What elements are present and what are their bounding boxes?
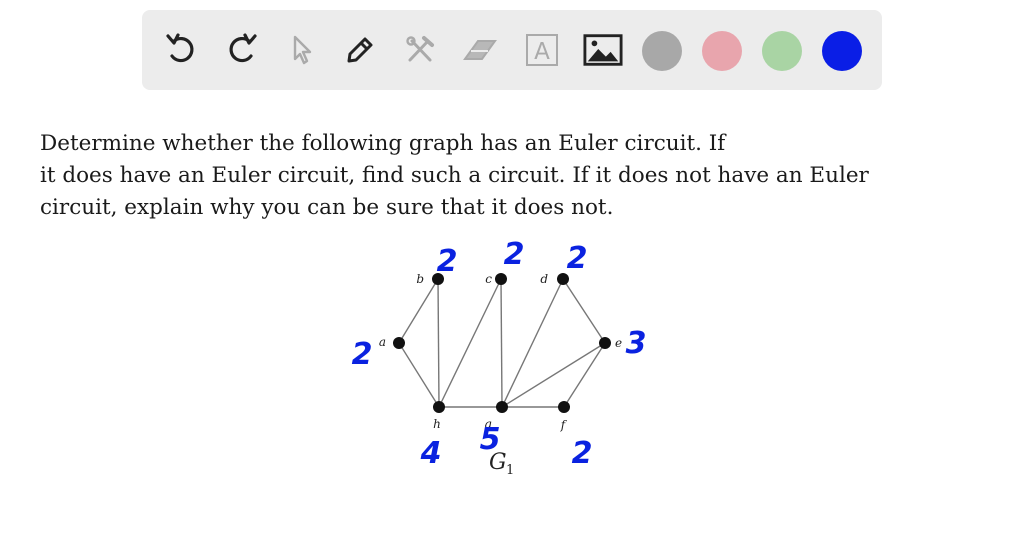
edge-d-e (562, 278, 606, 344)
edge-e-g (501, 342, 606, 408)
graph-vertices (393, 273, 611, 413)
graph-title: G (489, 450, 507, 475)
eraser-button[interactable] (460, 30, 500, 70)
problem-line-3: circuit, explain why you can be sure tha… (40, 195, 614, 220)
degree-annotation-a: 2 (352, 337, 373, 372)
color-swatch-pink[interactable] (702, 31, 742, 71)
vertex-d (557, 273, 569, 285)
vertex-label-f: f (560, 418, 568, 432)
degree-annotation-d: 2 (567, 241, 588, 276)
image-button[interactable] (583, 30, 623, 70)
vertex-label-h: h (433, 417, 441, 431)
text-icon: A (526, 34, 558, 66)
vertex-label-g: g (484, 417, 492, 431)
color-swatch-blue[interactable] (822, 31, 862, 71)
vertex-e (599, 337, 611, 349)
vertex-g (496, 401, 508, 413)
color-swatch-green[interactable] (762, 31, 802, 71)
undo-icon (166, 33, 194, 63)
degree-annotation-c: 2 (504, 237, 525, 272)
vertex-label-c: c (485, 272, 492, 286)
text-button[interactable]: A (522, 30, 562, 70)
redo-icon (229, 33, 257, 63)
degree-annotation-g: 5 (480, 422, 501, 457)
edge-a-b (398, 278, 439, 344)
tools-button[interactable] (400, 30, 440, 70)
problem-line-2: it does have an Euler circuit, find such… (40, 163, 869, 188)
edge-b-h (437, 278, 440, 408)
degree-annotation-b: 2 (437, 244, 458, 279)
degree-annotation-h: 4 (420, 436, 442, 471)
vertex-c (495, 273, 507, 285)
vertex-label-b: b (416, 272, 424, 286)
degree-annotation-e: 3 (626, 326, 647, 361)
vertex-label-e: e (615, 336, 622, 350)
color-swatch-gray[interactable] (642, 31, 682, 71)
edge-d-g (501, 278, 564, 408)
problem-line-1: Determine whether the following graph ha… (40, 131, 726, 156)
redo-button[interactable] (221, 30, 261, 70)
graph-edges (398, 278, 606, 408)
graph-title-subscript: 1 (506, 463, 514, 478)
vertex-f (558, 401, 570, 413)
select-button[interactable] (281, 30, 321, 70)
problem-text: Determine whether the following graph ha… (40, 128, 980, 224)
image-icon (583, 34, 623, 66)
pen-button[interactable] (340, 30, 380, 70)
tools-icon (406, 36, 434, 62)
vertex-h (433, 401, 445, 413)
vertex-a (393, 337, 405, 349)
edge-a-h (398, 342, 440, 408)
pointer-icon (293, 35, 312, 65)
pen-icon (347, 37, 373, 63)
undo-button[interactable] (162, 30, 202, 70)
vertex-label-d: d (540, 272, 548, 286)
drawing-toolbar: A (142, 10, 882, 90)
edge-e-f (563, 342, 606, 408)
edge-c-g (500, 278, 503, 408)
text-icon-glyph: A (534, 39, 550, 65)
vertex-b (432, 273, 444, 285)
edge-c-h (438, 278, 502, 408)
degree-annotation-f: 2 (572, 436, 593, 471)
vertex-label-a: a (379, 335, 386, 349)
eraser-icon (463, 40, 497, 60)
